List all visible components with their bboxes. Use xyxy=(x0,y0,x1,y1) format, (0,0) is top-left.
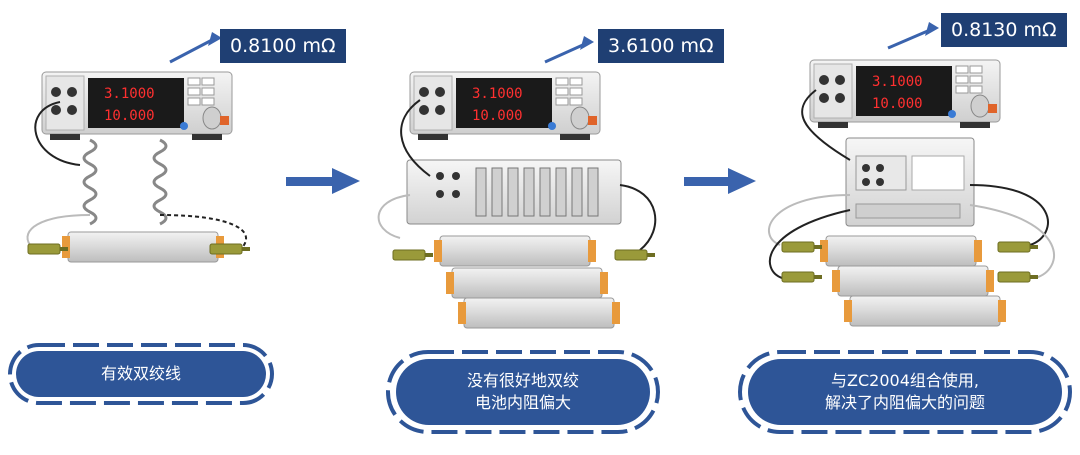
probe-right xyxy=(614,249,656,261)
caption-3-line-2: 解决了内阻偏大的问题 xyxy=(824,393,985,412)
battery-cell xyxy=(457,297,621,329)
probe xyxy=(997,271,1039,283)
battery-cell xyxy=(831,265,995,297)
flow-arrow-1 xyxy=(286,168,360,194)
battery-cell xyxy=(445,267,609,299)
reading-1: 0.8100 mΩ xyxy=(220,29,346,63)
reading-2: 3.6100 mΩ xyxy=(598,29,724,63)
panel-2-illustration xyxy=(377,71,657,329)
reading-arrow-3 xyxy=(887,22,939,50)
caption-2-line-2: 电池内阻偏大 xyxy=(474,393,571,412)
probe-left xyxy=(392,249,434,261)
resistance-meter xyxy=(409,71,601,141)
caption-pill-1: 有效双绞线 xyxy=(16,351,266,397)
battery-cell xyxy=(61,231,225,263)
battery-cell xyxy=(819,235,983,267)
battery-cell xyxy=(843,295,1007,327)
reading-arrow-2 xyxy=(544,36,594,64)
caption-pill-2: 没有很好地双绞 电池内阻偏大 xyxy=(396,359,650,425)
probe xyxy=(781,241,823,253)
caption-2-line-1: 没有很好地双绞 xyxy=(466,371,579,390)
panel-3-illustration xyxy=(768,59,1055,327)
panel-1-illustration xyxy=(26,71,251,263)
battery-cell xyxy=(433,235,597,267)
resistance-meter xyxy=(809,59,1001,129)
reading-3: 0.8130 mΩ xyxy=(941,13,1067,47)
caption-frames xyxy=(8,343,1072,434)
probe xyxy=(781,271,823,283)
resistance-meter xyxy=(41,71,233,141)
caption-pill-3: 与ZC2004组合使用, 解决了内阻偏大的问题 xyxy=(748,359,1062,425)
caption-3-line-1: 与ZC2004组合使用, xyxy=(831,371,979,390)
caption-1-line-1: 有效双绞线 xyxy=(100,364,181,383)
reading-arrow-1 xyxy=(169,32,222,64)
flow-arrow-2 xyxy=(684,168,756,194)
